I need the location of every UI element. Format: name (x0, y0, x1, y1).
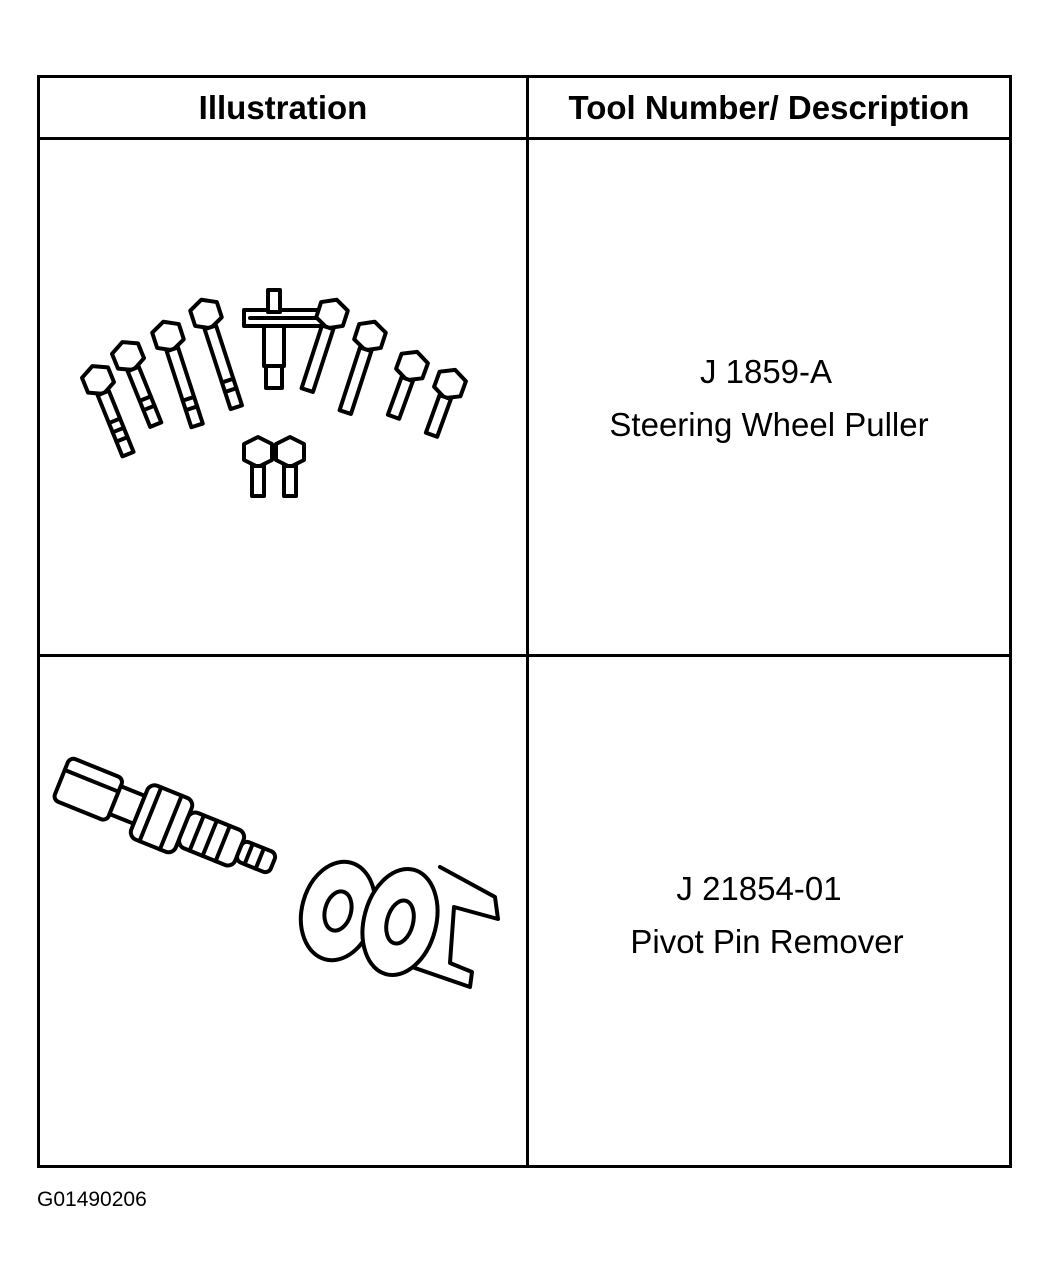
column-divider (526, 78, 529, 1165)
tool-description: Steering Wheel Puller (609, 406, 929, 443)
description-cell: J 1859-A Steering Wheel Puller (529, 140, 1009, 654)
description-cell: J 21854-01 Pivot Pin Remover (529, 657, 1009, 1165)
tool-number: J 1859-A (699, 353, 833, 390)
illustration-cell (40, 140, 526, 654)
tool-number: J 21854-01 (676, 870, 842, 907)
tool-table: Illustration Tool Number/ Description (37, 75, 1012, 1168)
figure-id: G01490206 (37, 1188, 147, 1211)
illustration-cell (40, 657, 526, 1165)
table-row: J 21854-01 Pivot Pin Remover (40, 657, 1009, 1165)
table-header: Illustration Tool Number/ Description (40, 78, 1009, 140)
tool-description: Pivot Pin Remover (630, 923, 904, 960)
steering-wheel-puller-icon (80, 288, 468, 498)
header-illustration: Illustration (198, 88, 368, 126)
header-tool-description: Tool Number/ Description (568, 88, 970, 126)
pivot-pin-remover-icon (52, 756, 500, 989)
table-row: J 1859-A Steering Wheel Puller (40, 140, 1009, 657)
